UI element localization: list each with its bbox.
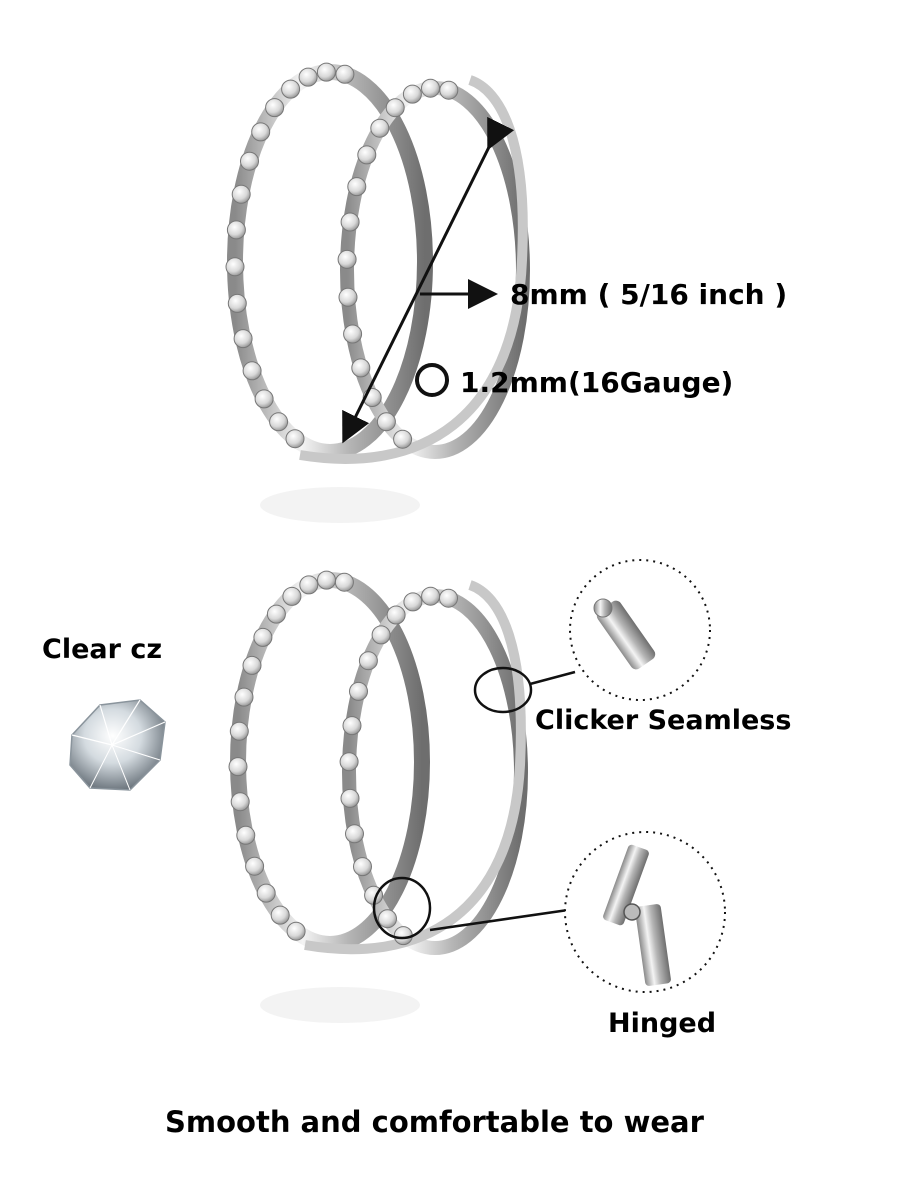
cz-stone [337,249,357,269]
cz-stone [345,824,364,844]
size-label: 8mm ( 5/16 inch ) [510,278,788,311]
cz-stone [342,716,362,736]
cz-gem-icon [69,699,166,791]
cz-stone [251,122,271,142]
diameter-arrow [342,116,515,444]
cz-stone [227,293,247,313]
cz-stone [385,98,405,118]
cz-stone [269,412,289,432]
cz-stone [254,389,274,409]
cz-stone [245,856,265,876]
ring-reflection [260,487,420,523]
cz-stone [334,572,354,592]
cz-stone [370,118,390,138]
top-ring-image [225,62,530,523]
tagline: Smooth and comfortable to wear [165,1105,704,1139]
cz-stone [347,177,367,197]
cz-stone [340,212,360,232]
cz-stone [236,825,256,845]
hinge-detail-icon [564,831,726,993]
hinge-label: Hinged [608,1008,717,1039]
cz-stone [228,757,248,777]
cz-stone [371,625,391,645]
cz-stone [242,361,262,381]
cz-stone [439,80,459,100]
gem-row-inner [339,586,458,946]
ring-reflection [260,987,420,1023]
cz-stone [393,429,413,449]
cz-stone [403,592,423,612]
cz-stone [234,687,254,707]
closure-label: Clicker Seamless [535,705,792,736]
cz-stone [439,588,458,608]
cz-stone [421,586,441,606]
gem-row-outer [228,570,354,941]
gauge-label: 1.2mm(16Gauge) [460,366,734,399]
cz-stone [229,721,249,741]
cz-stone [298,67,318,87]
cz-stone [316,62,336,82]
cz-stone [386,605,406,625]
clicker-detail-icon [569,559,711,701]
gauge-circle-icon [415,363,449,397]
cz-stone [281,79,301,99]
cz-stone [286,921,306,941]
cz-stone [351,358,371,378]
ring-hoop-back [299,75,528,464]
cz-stone [282,586,302,606]
cz-stone [242,655,262,675]
cz-stone [376,412,396,432]
cz-stone [349,681,368,701]
cz-stone [233,329,253,349]
cz-stone [231,184,251,204]
cz-stone [421,78,440,98]
cz-stone [378,909,397,929]
cz-stone [225,257,245,277]
hinge-highlight-circle [372,876,432,940]
cz-stone [230,792,250,812]
cz-stone [253,627,273,647]
cz-stone [393,926,413,946]
cz-stone [358,651,378,671]
cz-stone [340,788,360,808]
cz-stone [357,145,377,165]
hinge-callout-line [429,908,569,932]
ring-hoop-back [304,580,526,955]
bottom-ring-image [228,570,528,1023]
cz-stone [299,575,319,595]
cz-stone [226,220,246,240]
clicker-callout-line [529,670,576,686]
cz-stone [270,905,290,925]
cz-stone [266,604,286,624]
cz-stone [285,429,305,449]
gem-row-outer [225,62,355,449]
cz-stone [338,287,358,307]
cz-stone [240,151,259,171]
cz-stone [343,324,363,344]
cz-stone [402,84,422,104]
cz-stone [265,98,285,118]
material-label: Clear cz [42,634,163,665]
cz-stone [353,857,372,877]
cz-stone [335,64,355,84]
clicker-highlight-circle [473,666,533,714]
cz-stone [339,752,359,772]
cz-stone [256,883,276,903]
cz-stone [317,570,336,590]
